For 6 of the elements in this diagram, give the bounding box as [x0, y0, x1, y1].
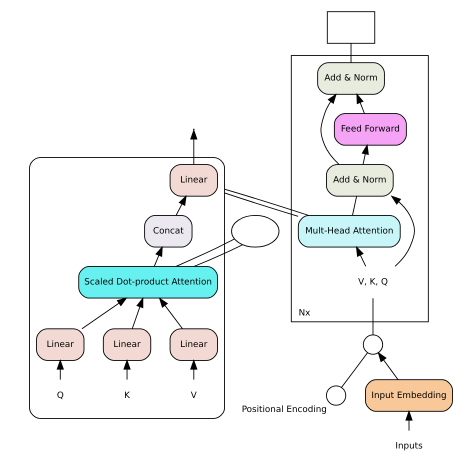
- node-text: K: [124, 390, 130, 401]
- node-text: V, K, Q: [358, 277, 388, 288]
- node-text: V: [190, 390, 196, 401]
- node-label: Positional Encoding: [241, 405, 326, 416]
- node-text: Q: [56, 390, 64, 401]
- node-text: Inputs: [394, 442, 422, 452]
